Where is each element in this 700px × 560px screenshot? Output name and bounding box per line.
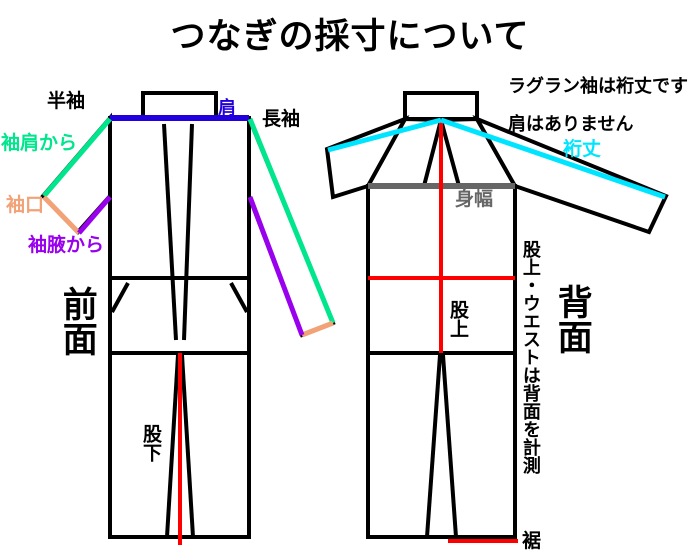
back-collar: [403, 91, 479, 121]
label-raglan-note: ラグラン袖は裄丈です: [508, 76, 688, 97]
front-left-sleeve-from-armpit-line: [77, 195, 112, 235]
front-right-sleeve-from-shoulder-line: [247, 118, 336, 324]
page-title: つなぎの採寸について: [170, 17, 530, 57]
front-inseam-left-edge: [165, 354, 180, 538]
label-cuff: 袖口: [6, 194, 45, 216]
back-inseam-right-edge: [441, 354, 458, 538]
back-yuki-left-cyan-line: [327, 117, 442, 153]
label-short-sleeve: 半袖: [47, 90, 86, 112]
label-hem: 裾: [522, 530, 542, 552]
label-front-view: 前面: [56, 286, 97, 356]
front-pocket-right: [229, 282, 249, 313]
back-legs-block: [366, 351, 517, 539]
label-long-sleeve: 長袖: [262, 108, 301, 130]
label-rise-waist-note: 股上・ウエストは背面を計測: [519, 240, 541, 474]
label-rise: 股上: [446, 300, 469, 338]
label-no-shoulder-note: 肩はありません: [508, 114, 634, 135]
front-right-cuff-line: [301, 320, 334, 338]
front-view-figure: [40, 91, 336, 545]
front-left-cuff-line: [42, 195, 81, 235]
front-right-sleeve-from-armpit-line: [247, 196, 305, 336]
label-back-view: 背面: [551, 284, 592, 354]
front-placket-right: [182, 123, 194, 341]
back-view-figure: [324, 91, 669, 543]
front-collar: [141, 91, 218, 121]
label-shoulder: 肩: [218, 98, 236, 119]
back-yuki-right-cyan-line: [440, 117, 666, 200]
front-pocket-left: [110, 282, 130, 313]
front-torso: [108, 116, 251, 280]
label-from-sleeve-shoulder: 袖肩から: [1, 132, 78, 154]
label-body-width: 身幅: [455, 188, 494, 210]
label-yuki-length: 裄丈: [563, 138, 602, 160]
front-placket-left: [162, 123, 178, 341]
front-left-sleeve-from-shoulder-line: [42, 117, 112, 198]
back-left-raglan-sleeve: [324, 115, 410, 200]
back-inseam-left-edge: [425, 354, 442, 538]
label-inseam: 股下: [139, 424, 162, 462]
front-inseam-right-edge: [180, 354, 195, 538]
label-from-sleeve-armpit: 袖腋から: [28, 234, 105, 256]
front-hip-band: [108, 276, 251, 355]
